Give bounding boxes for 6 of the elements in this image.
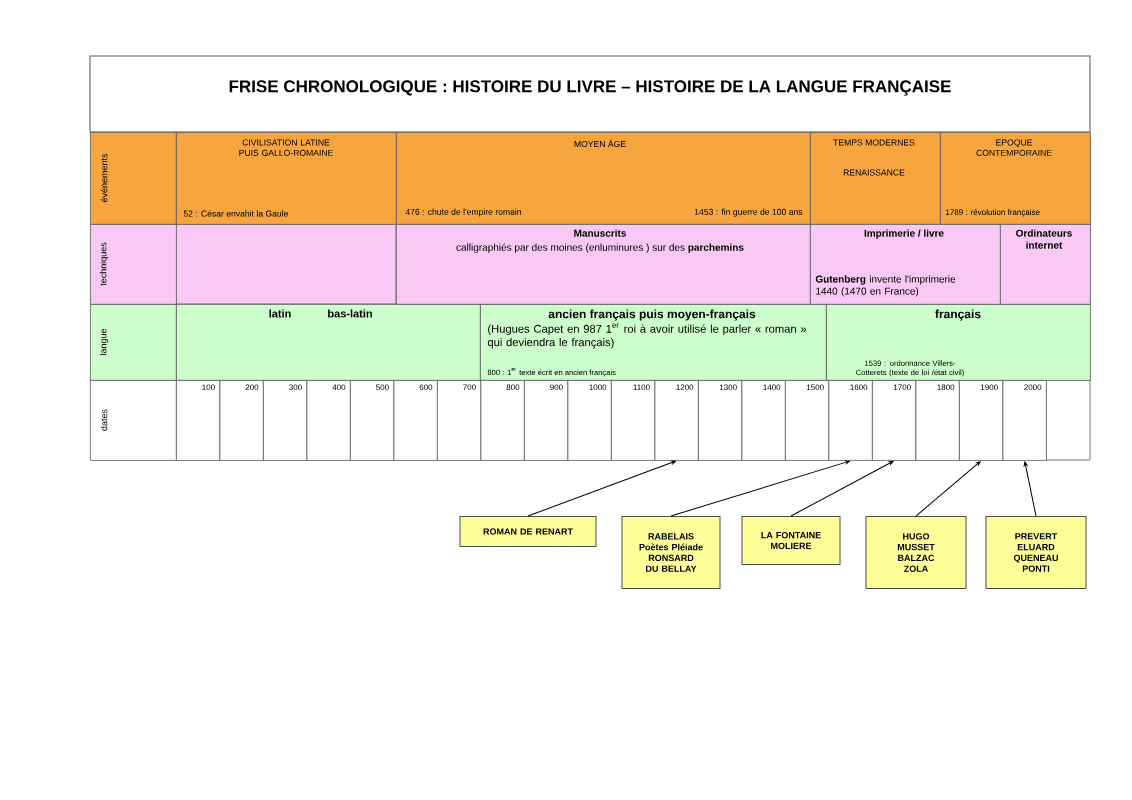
arrow xyxy=(915,461,981,517)
arrow xyxy=(527,460,676,517)
arrow xyxy=(670,460,850,517)
arrow xyxy=(1023,461,1037,517)
title-box: FRISE CHRONOLOGIQUE : HISTOIRE DU LIVRE – HISTOIRE DE LA LANGUE FRANÇAISE xyxy=(89,55,1091,133)
arrow xyxy=(790,460,894,517)
